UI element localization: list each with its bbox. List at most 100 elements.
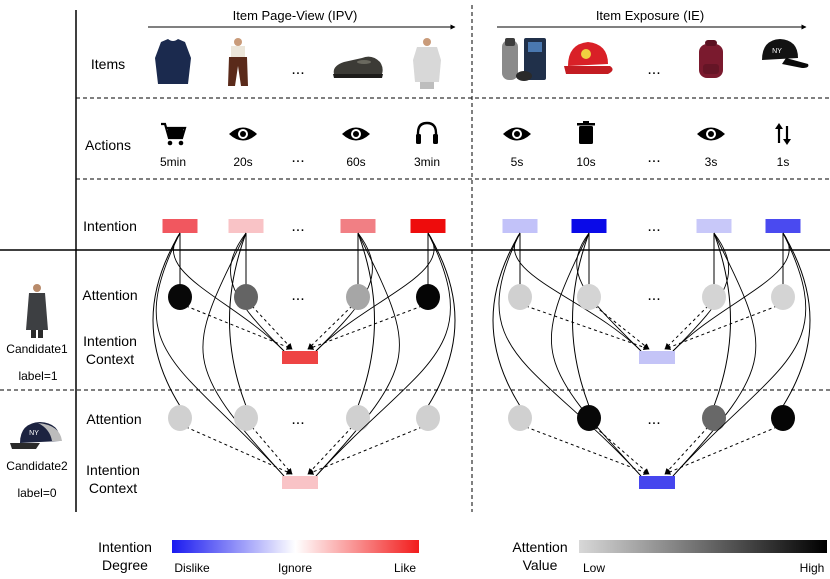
intention-to-context-curve [672, 232, 730, 352]
intention-to-context-curve [315, 232, 451, 477]
intention-to-context-curve [672, 232, 807, 477]
legend-intention-title-1: Intention [98, 539, 152, 555]
action-time: 60s [346, 155, 365, 169]
intention-box [696, 219, 732, 233]
attention-node [577, 284, 601, 310]
row-label-intention: Intention [83, 218, 137, 234]
attention-to-context-arrow [664, 426, 709, 475]
items-ellipsis-ipv: ... [291, 61, 304, 78]
actions-ellipsis-ipv: ... [291, 149, 304, 166]
attention-to-context-arrow [307, 305, 353, 350]
attention-to-context-arrow [525, 305, 650, 351]
attention-node [702, 405, 726, 431]
intention-context-box [639, 351, 675, 364]
item-black-baseball-cap: NY [762, 39, 809, 68]
sort-arrows-icon [775, 123, 791, 145]
intention-to-context-curve [315, 232, 373, 352]
ipv-title: Item Page-View (IPV) [233, 8, 358, 23]
action-time: 5min [160, 155, 186, 169]
intention-ellipsis-ipv: ... [291, 218, 304, 235]
attention-to-context-arrow [664, 305, 778, 350]
attention-to-context-arrow [185, 426, 293, 475]
legend-attention-title-1: Attention [512, 539, 567, 555]
intention-context-box [282, 351, 318, 364]
intention-to-attention-curve [782, 232, 811, 407]
ie-title: Item Exposure (IE) [596, 8, 704, 23]
eye-icon [342, 127, 370, 141]
attention-node [702, 284, 726, 310]
attention-to-context-arrow [664, 426, 778, 475]
action-time: 3s [705, 155, 718, 169]
legend-intention-low: Dislike [174, 561, 210, 575]
intention-box [502, 219, 538, 233]
intention-to-context-curve [155, 232, 285, 477]
intention-context-box [639, 476, 675, 489]
intention-to-attention-curve [492, 232, 521, 407]
action-time: 3min [414, 155, 440, 169]
actions-ellipsis-ie: ... [647, 149, 660, 166]
attention-node [771, 284, 795, 310]
attention-node [508, 405, 532, 431]
legend-intention-mid: Ignore [278, 561, 312, 575]
attention-ellipsis: ... [291, 287, 304, 304]
candidate-1-label: label=1 [18, 369, 57, 383]
row-label-items: Items [91, 56, 125, 72]
item-loafer-shoe [333, 56, 383, 78]
intention-to-attention-curve [572, 232, 590, 407]
attention-node [346, 405, 370, 431]
intention-to-context-curve [551, 232, 642, 477]
candidate-man-in-coat-image [26, 284, 48, 338]
action-time: 5s [511, 155, 524, 169]
intention-box [765, 219, 801, 233]
intention-to-context-curve [173, 232, 285, 352]
candidate-2-label: label=0 [17, 486, 56, 500]
intention-box [571, 219, 607, 233]
legend-attention-title-2: Value [523, 557, 558, 573]
attention-node [508, 284, 532, 310]
attention-network [152, 219, 811, 489]
intention-to-context-curve [315, 232, 400, 477]
intention-box [410, 219, 446, 233]
attention-to-context-arrow [307, 426, 423, 475]
intention-to-attention-curve [357, 232, 375, 407]
attention-to-context-arrow [307, 426, 353, 475]
attention-to-context-arrow [664, 305, 709, 350]
attention-value-gradient-bar [579, 540, 827, 553]
intention-ellipsis-ie: ... [647, 218, 660, 235]
action-time: 1s [777, 155, 790, 169]
item-backpack [699, 40, 723, 78]
attention-to-context-arrow [251, 426, 293, 475]
attention-ellipsis: ... [291, 411, 304, 428]
item-electric-shaver [502, 38, 546, 81]
intention-to-context-curve [672, 232, 757, 477]
attention-to-context-arrow [251, 305, 293, 350]
item-sweater [155, 39, 191, 84]
intention-to-attention-curve [152, 232, 181, 407]
action-time: 10s [576, 155, 595, 169]
candidate-1-name: Candidate1 [6, 342, 68, 356]
intention-to-context-curve [230, 232, 285, 352]
intention-box [162, 219, 198, 233]
headphones-icon [416, 121, 438, 144]
attention-to-context-arrow [307, 305, 423, 350]
intention-to-attention-curve [229, 232, 247, 407]
legend-intention-title-2: Degree [102, 557, 148, 573]
attention-node [416, 405, 440, 431]
item-trousers [228, 38, 248, 86]
legend-intention-high: Like [394, 561, 416, 575]
eye-icon [229, 127, 257, 141]
candidate-2-name: Candidate2 [6, 459, 68, 473]
eye-icon [503, 127, 531, 141]
trash-icon [577, 121, 595, 144]
attention-node [168, 284, 192, 310]
cart-icon [161, 122, 187, 146]
row-label-context-1a: Intention [83, 333, 137, 349]
intention-box [340, 219, 376, 233]
attention-node [234, 405, 258, 431]
intention-context-box [282, 476, 318, 489]
intention-to-attention-curve [427, 232, 456, 407]
attention-ellipsis: ... [647, 287, 660, 304]
row-label-context-2a: Intention [86, 462, 140, 478]
action-time: 20s [233, 155, 252, 169]
